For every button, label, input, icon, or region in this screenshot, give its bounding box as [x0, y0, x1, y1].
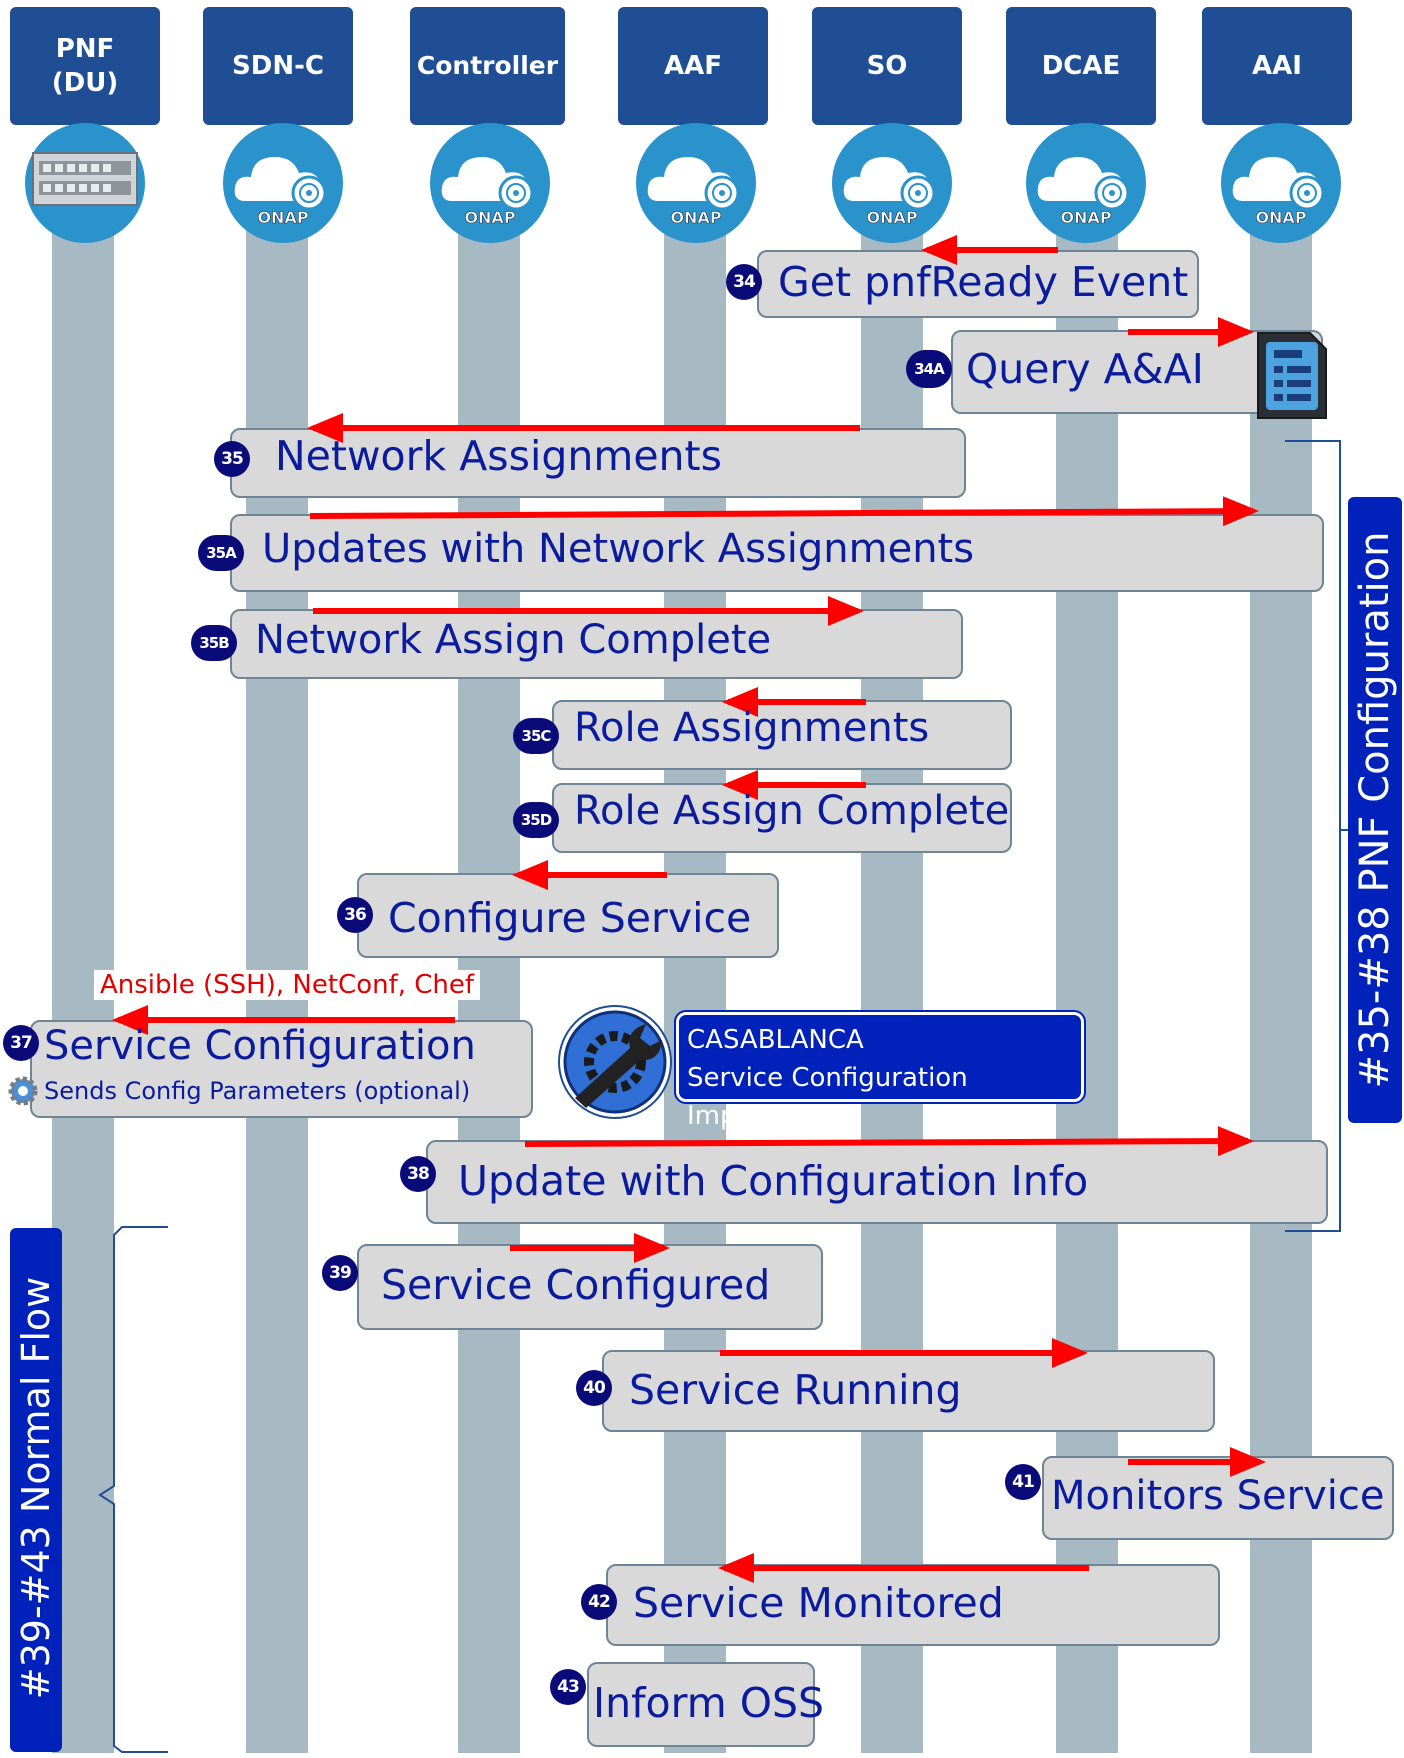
svg-text:ONAP: ONAP	[670, 208, 721, 227]
step-label-35: Network Assignments	[275, 432, 722, 480]
step-number-37: 37	[3, 1025, 39, 1061]
step-number-41: 41	[1005, 1464, 1041, 1500]
normal-flow-group: #39-#43 Normal Flow	[10, 1228, 62, 1752]
header-dcae: DCAE	[1006, 7, 1156, 125]
arrow-38	[524, 1126, 1254, 1157]
normal-flow-label: #39-#43 Normal Flow	[14, 1276, 58, 1700]
step-label-38: Update with Configuration Info	[458, 1157, 1089, 1205]
step-label-42: Service Monitored	[633, 1579, 1004, 1627]
step-number-35a: 35A	[198, 535, 244, 571]
step-number-35: 35	[214, 441, 250, 477]
onap-cloud-icon: ONAP	[1221, 123, 1341, 243]
document-list-icon	[1257, 332, 1327, 419]
step-number-36: 36	[337, 897, 373, 933]
header-sdnc: SDN-C	[203, 7, 353, 125]
step-label-40: Service Running	[629, 1366, 962, 1414]
step-box-43	[587, 1662, 815, 1747]
step-label-39: Service Configured	[381, 1261, 771, 1309]
step-number-40: 40	[576, 1370, 612, 1406]
step-number-34a: 34A	[906, 350, 952, 388]
step-number-35d: 35D	[513, 802, 559, 838]
casablanca-callout: CASABLANCA Service Configuration Improve	[674, 1010, 1086, 1131]
header-aaf: AAF	[618, 7, 768, 125]
step-label-35b: Network Assign Complete	[255, 617, 772, 663]
step-label-35c: Role Assignments	[574, 705, 930, 751]
protocols-label: Ansible (SSH), NetConf, Chef	[94, 970, 481, 1000]
step-number-42: 42	[581, 1584, 617, 1620]
normal-flow-bracket	[98, 1226, 168, 1753]
gear-icon	[8, 1076, 38, 1106]
step-box-37	[30, 1020, 533, 1118]
pnf-config-label: #35-#38 PNF Configuration	[1352, 531, 1398, 1089]
step-number-38: 38	[400, 1156, 436, 1192]
header-controller: Controller	[410, 7, 565, 125]
casablanca-title: CASABLANCA	[687, 1025, 864, 1055]
step-label-41: Monitors Service	[1051, 1473, 1385, 1519]
step-box-35a	[230, 514, 1324, 592]
casablanca-subtitle: Service Configuration Improve	[687, 1063, 968, 1131]
step-number-34: 34	[726, 264, 762, 300]
step-label-34: Get pnfReady Event	[778, 258, 1189, 306]
pnf-config-group: #35-#38 PNF Configuration	[1348, 497, 1402, 1123]
step-box-35	[230, 428, 966, 498]
header-pnf: PNF (DU)	[10, 7, 160, 125]
step-label-35a: Updates with Network Assignments	[262, 526, 975, 572]
step-label-36: Configure Service	[388, 894, 752, 942]
svg-text:ONAP: ONAP	[464, 208, 515, 227]
onap-cloud-icon: ONAP	[1026, 123, 1146, 243]
header-so: SO	[812, 7, 962, 125]
wrench-gear-icon	[558, 1005, 672, 1119]
step-label-34a: Query A&AI	[966, 345, 1204, 393]
step-number-43: 43	[550, 1669, 586, 1705]
step-number-35c: 35C	[513, 718, 559, 754]
svg-text:ONAP: ONAP	[866, 208, 917, 227]
step-number-39: 39	[322, 1255, 358, 1291]
onap-cloud-icon: ONAP	[430, 123, 550, 243]
header-aai: AAI	[1202, 7, 1352, 125]
svg-text:ONAP: ONAP	[257, 208, 308, 227]
step-box-41	[1042, 1456, 1394, 1540]
svg-text:ONAP: ONAP	[1060, 208, 1111, 227]
onap-cloud-icon: ONAP	[832, 123, 952, 243]
step-number-35b: 35B	[191, 625, 237, 661]
svg-text:ONAP: ONAP	[1255, 208, 1306, 227]
pnf-config-bracket	[1285, 440, 1352, 1232]
step-box-35d	[552, 783, 1012, 853]
arrow-35a	[309, 496, 1259, 527]
onap-cloud-icon: ONAP	[223, 123, 343, 243]
onap-cloud-icon: ONAP	[636, 123, 756, 243]
step-label-43: Inform OSS	[593, 1679, 825, 1727]
step-box-39	[357, 1244, 823, 1330]
server-icon	[25, 123, 145, 243]
step-box-36	[357, 873, 779, 958]
step-label-35d: Role Assign Complete	[574, 788, 1010, 834]
step-sublabel-37: Sends Config Parameters (optional)	[44, 1077, 471, 1105]
step-label-37: Service Configuration	[44, 1023, 476, 1069]
